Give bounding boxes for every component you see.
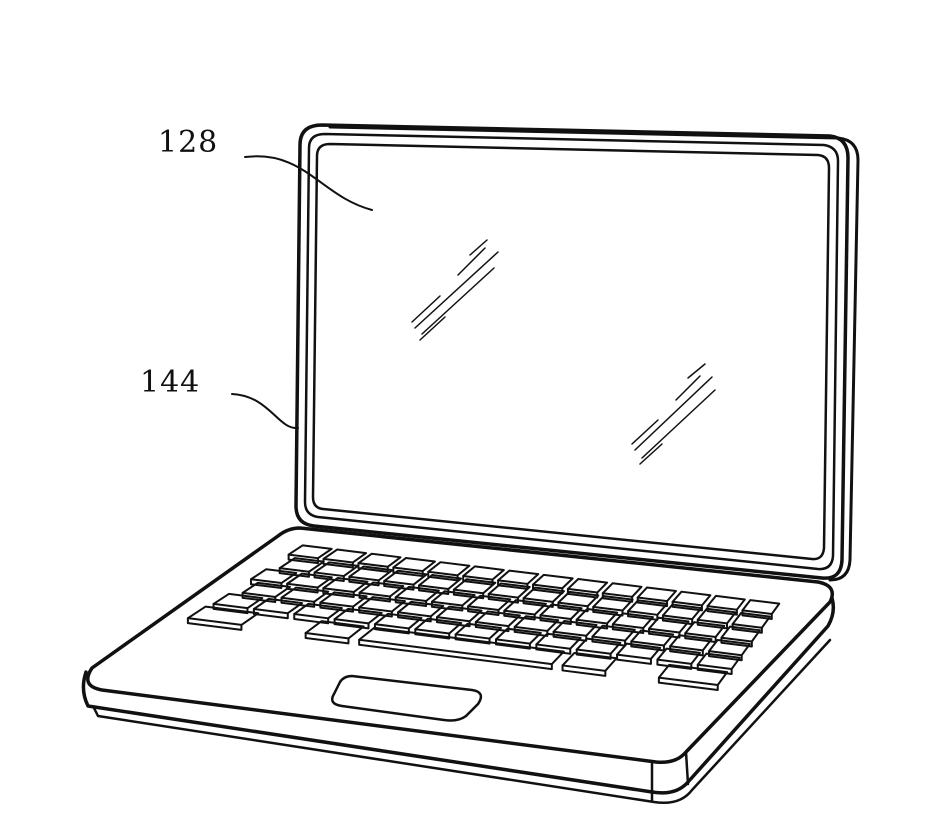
keyboard-key-face xyxy=(616,653,652,665)
keyboard-key-face xyxy=(333,618,370,630)
keyboard-key-face xyxy=(414,628,451,640)
laptop-base xyxy=(81,526,836,804)
base-front-edge xyxy=(81,596,836,795)
keyboard-key-face xyxy=(696,663,733,675)
display-lid xyxy=(294,123,860,582)
keyboard-key-face xyxy=(561,664,607,677)
display-bezel-144 xyxy=(303,132,840,571)
screen-glare-marks xyxy=(411,239,716,465)
keyboard xyxy=(186,544,781,692)
keyboard-key-face xyxy=(535,643,572,655)
keyboard-key-face xyxy=(495,638,531,650)
keyboard-key-face xyxy=(358,638,553,671)
keyboard-key-face xyxy=(212,602,249,615)
reference-numeral-128: 128 xyxy=(158,125,219,160)
keyboard-key-face xyxy=(252,607,289,620)
keyboard-key-face xyxy=(575,648,612,660)
lid-outer-edge xyxy=(294,123,850,580)
leader-line-128 xyxy=(244,155,373,211)
reference-numeral-144: 144 xyxy=(140,365,201,400)
base-top-deck xyxy=(86,526,834,765)
keyboard-key-face xyxy=(454,633,491,645)
keyboard-key-face xyxy=(293,613,330,625)
keyboard-key-face xyxy=(304,632,350,645)
trackpad xyxy=(331,674,483,722)
keyboard-key-face xyxy=(186,617,243,631)
leader-line-144 xyxy=(231,393,299,430)
keyboard-key-face xyxy=(373,623,410,635)
display-screen-128 xyxy=(311,142,831,561)
keyboard-key-face xyxy=(656,658,693,670)
keyboard-key-face xyxy=(657,676,719,692)
